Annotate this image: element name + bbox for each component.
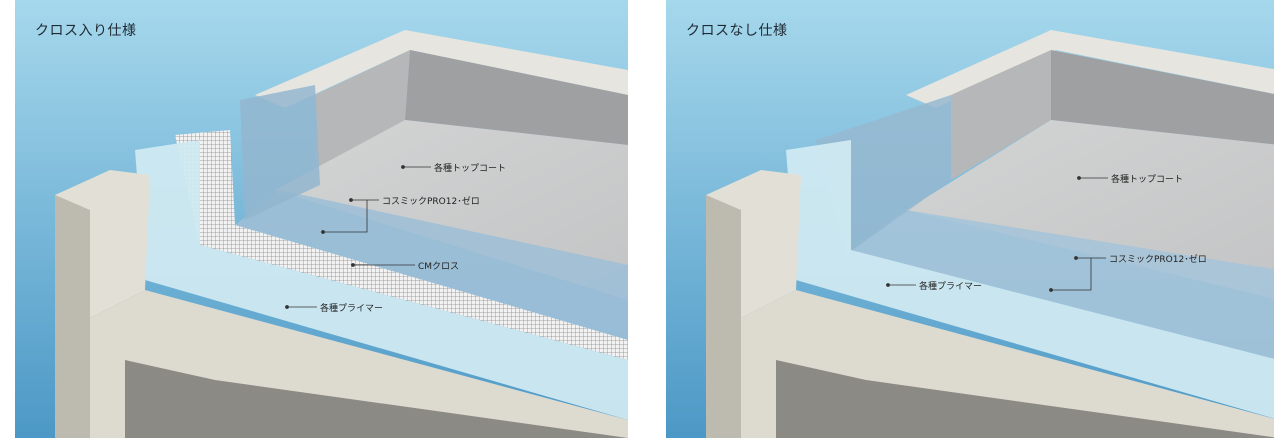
membrane-layer bbox=[235, 190, 628, 345]
label-primer: 各種プライマー bbox=[320, 304, 384, 314]
side-inner-wall bbox=[315, 50, 410, 180]
back-wall bbox=[1051, 50, 1274, 145]
wall-membrane bbox=[240, 85, 320, 220]
floor-topcoat bbox=[906, 120, 1274, 299]
back-wall bbox=[405, 50, 628, 145]
label-membrane: コスミックPRO12･ゼロ bbox=[382, 197, 480, 207]
panel-with-cloth: クロス入り仕様 各種トップコート コスミックPRO12･ゼロ CMクロス 各種プ… bbox=[15, 0, 628, 438]
slab-underside bbox=[125, 360, 628, 438]
primer-layer bbox=[786, 140, 1274, 419]
panel-title: クロスなし仕様 bbox=[686, 23, 788, 39]
panel-without-cloth: クロスなし仕様 各種トップコート コスミックPRO12･ゼロ 各種プライマー bbox=[666, 0, 1274, 438]
label-topcoat: 各種トップコート bbox=[434, 164, 507, 174]
mesh-cloth-floor bbox=[200, 225, 628, 360]
parapet-side-face bbox=[706, 195, 741, 438]
label-topcoat: 各種トップコート bbox=[1111, 175, 1184, 185]
cross-section-illustration-with-cloth bbox=[15, 0, 628, 438]
side-inner-wall bbox=[951, 50, 1051, 180]
membrane-layer bbox=[851, 210, 1274, 359]
leader-lines bbox=[285, 165, 431, 309]
leader-lines bbox=[886, 176, 1108, 292]
panel-title: クロス入り仕様 bbox=[35, 23, 137, 39]
label-cloth: CMクロス bbox=[418, 262, 460, 272]
slab-underside bbox=[776, 360, 1274, 438]
parapet-side-face bbox=[55, 195, 90, 438]
label-membrane: コスミックPRO12･ゼロ bbox=[1109, 255, 1207, 265]
cross-section-illustration-without-cloth bbox=[666, 0, 1274, 438]
label-primer: 各種プライマー bbox=[919, 282, 983, 292]
primer-layer bbox=[135, 140, 628, 420]
